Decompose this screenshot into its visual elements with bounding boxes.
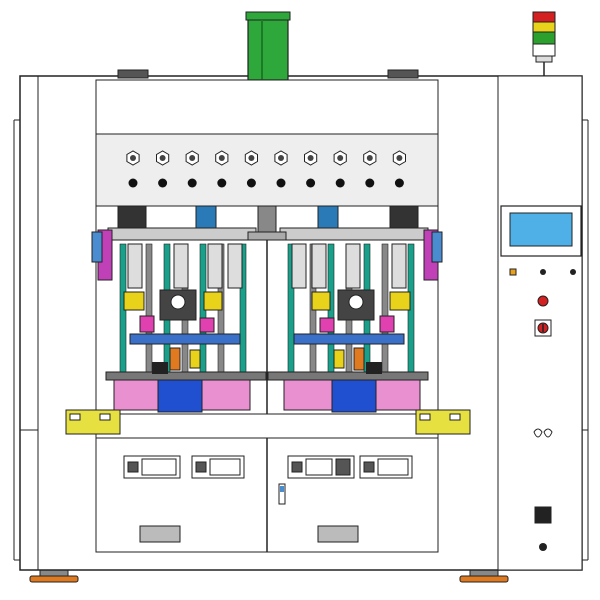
hmi-display[interactable] — [509, 212, 573, 247]
safety-bracket-left — [65, 409, 121, 435]
yellow-fixture — [123, 291, 145, 311]
base-fixture — [157, 377, 203, 413]
power-switch-icon[interactable] — [534, 506, 552, 524]
status-dot-1 — [540, 269, 546, 275]
selector-switch-icon[interactable] — [534, 319, 552, 337]
magenta-fixture — [319, 317, 335, 333]
yellow-fixture — [311, 291, 331, 311]
welding-station-right — [267, 243, 429, 413]
safety-bracket-right — [415, 409, 471, 435]
mount-hole — [306, 178, 316, 188]
two-hand-start-icon[interactable] — [533, 428, 553, 438]
ultrasonic-horn — [345, 243, 361, 289]
yellow-fixture — [389, 291, 411, 311]
orange-pin — [169, 347, 181, 371]
orange-pin — [353, 347, 365, 371]
magenta-fixture — [379, 315, 395, 333]
base-fixture — [331, 377, 377, 413]
drawer-left[interactable] — [123, 455, 245, 543]
ultrasonic-horn — [127, 243, 143, 289]
magenta-fixture — [199, 317, 215, 333]
ultrasonic-horn — [227, 243, 243, 289]
guide-column — [381, 243, 389, 375]
base-rail — [105, 371, 267, 381]
ultrasonic-horn — [173, 243, 189, 289]
upper-panel — [95, 79, 439, 135]
machine-feet — [29, 567, 509, 583]
carriage-left — [91, 205, 257, 281]
cylinder-head-row — [126, 150, 406, 188]
control-panel — [497, 75, 583, 571]
welding-station-left — [105, 243, 267, 413]
mount-hole — [128, 178, 138, 188]
mount-hole — [276, 178, 286, 188]
mount-hole — [335, 178, 345, 188]
mount-hole — [246, 178, 256, 188]
mount-hole — [394, 178, 404, 188]
base-rail — [267, 371, 429, 381]
main-cylinder — [245, 11, 291, 81]
ultrasonic-horn — [391, 243, 407, 289]
reset-button[interactable] — [539, 543, 547, 551]
door-lock-icon[interactable] — [278, 483, 286, 505]
ultrasonic-horn — [311, 243, 327, 289]
lifting-lug-left — [117, 69, 149, 79]
blue-plate — [129, 333, 241, 345]
base-fixture — [283, 379, 333, 411]
mount-hole — [187, 178, 197, 188]
magenta-fixture — [139, 315, 155, 333]
cylinder-head-panel — [95, 133, 439, 207]
handle-right[interactable] — [317, 525, 359, 543]
ultrasonic-horn — [291, 243, 307, 289]
guide-column — [145, 243, 153, 375]
yellow-fixture — [203, 291, 223, 311]
emergency-stop-icon[interactable] — [537, 295, 549, 307]
mount-hole — [158, 178, 168, 188]
mount-hole — [365, 178, 375, 188]
status-dot-2 — [570, 269, 576, 275]
base-fixture — [201, 379, 251, 411]
handle-left[interactable] — [139, 525, 181, 543]
drawer-right[interactable] — [287, 455, 413, 543]
base-fixture — [113, 379, 159, 411]
indicator-light-icon — [509, 268, 517, 276]
blue-plate — [293, 333, 405, 345]
lifting-lug-right — [387, 69, 419, 79]
ultrasonic-horn — [207, 243, 223, 289]
base-fixture — [375, 379, 421, 411]
work-table — [95, 413, 439, 439]
carriage-right — [279, 205, 443, 281]
mount-hole — [217, 178, 227, 188]
